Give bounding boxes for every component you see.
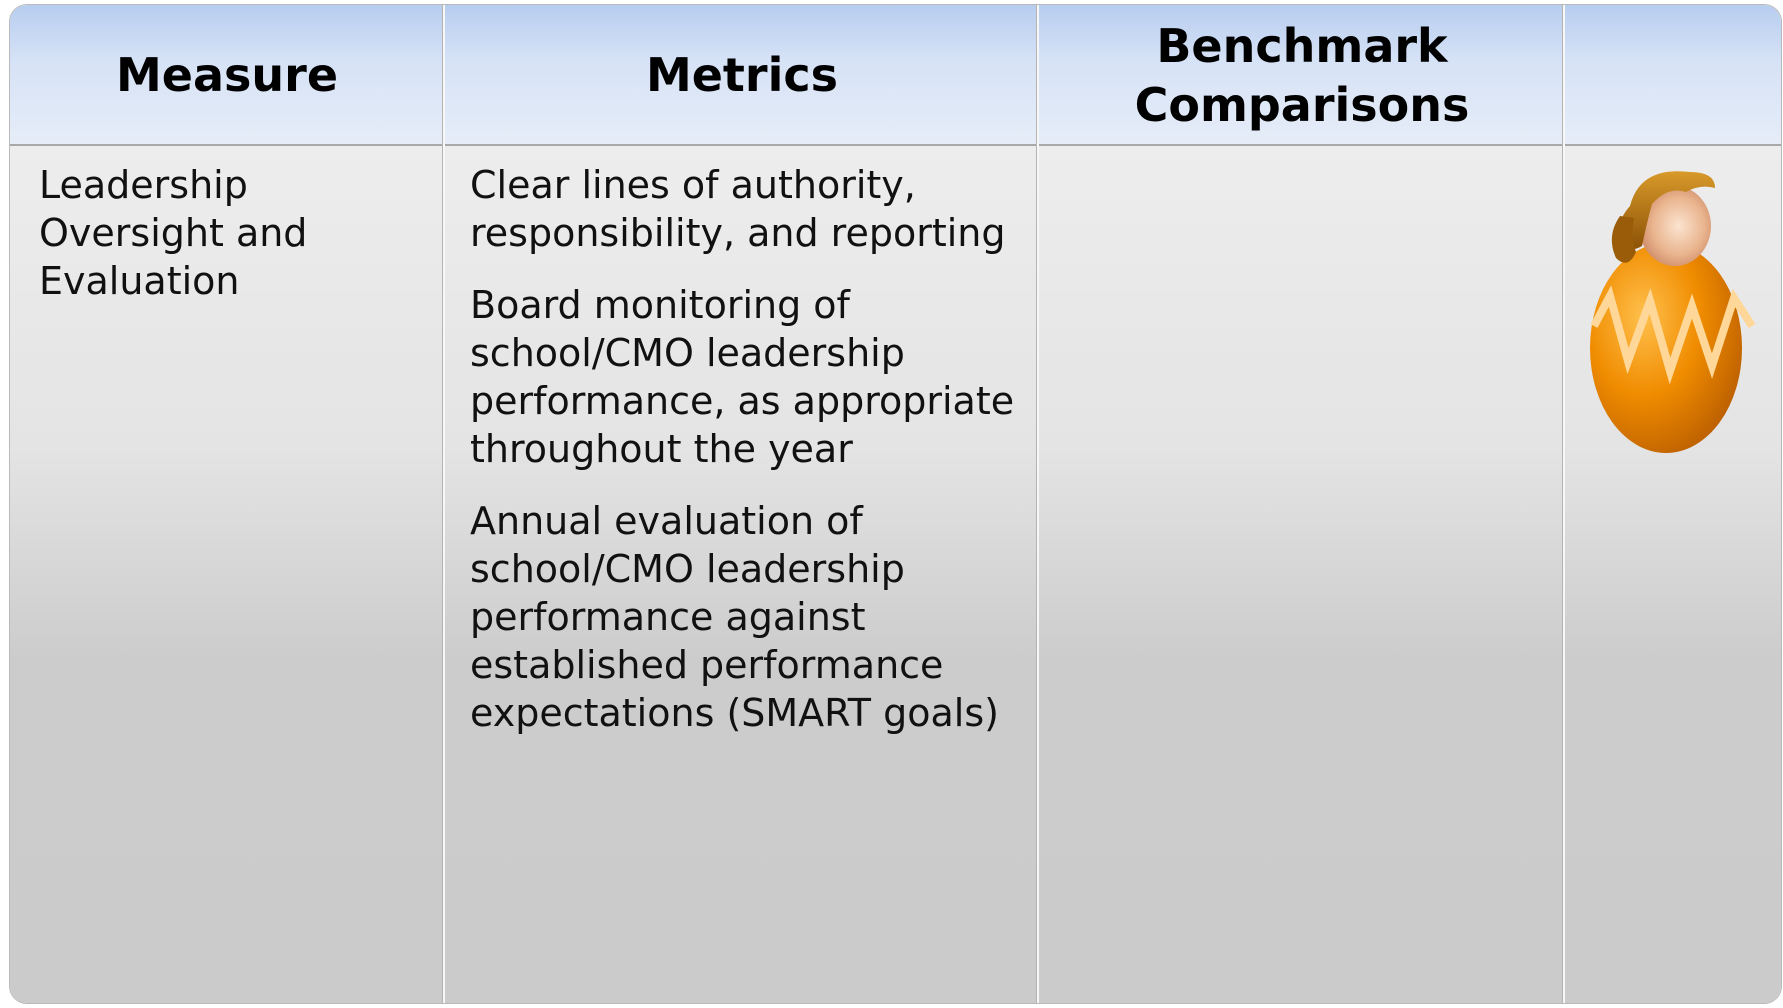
column-divider xyxy=(1562,5,1565,1003)
header-metrics: Metrics xyxy=(645,48,839,102)
header-benchmark-comparisons: Benchmark Comparisons xyxy=(1134,18,1470,132)
metrics-table: Measure Metrics Benchmark Comparisons Le… xyxy=(9,4,1782,1004)
table-header-row: Measure Metrics Benchmark Comparisons xyxy=(10,5,1781,146)
metric-item: Annual evaluation of school/CMO leadersh… xyxy=(470,499,999,735)
metric-item: Board monitoring of school/CMO leadershi… xyxy=(470,283,1015,471)
person-avatar-icon xyxy=(1590,166,1760,456)
header-measure: Measure xyxy=(115,48,339,102)
column-divider xyxy=(1036,5,1039,1003)
table-row: Leadership Oversight and Evaluation Clea… xyxy=(10,146,1781,1003)
measure-cell: Leadership Oversight and Evaluation xyxy=(39,163,308,303)
column-divider xyxy=(442,5,445,1003)
header-extra xyxy=(1566,5,1781,146)
metric-item: Clear lines of authority, responsibility… xyxy=(470,163,1006,255)
metrics-cell: Clear lines of authority, responsibility… xyxy=(470,161,1040,761)
